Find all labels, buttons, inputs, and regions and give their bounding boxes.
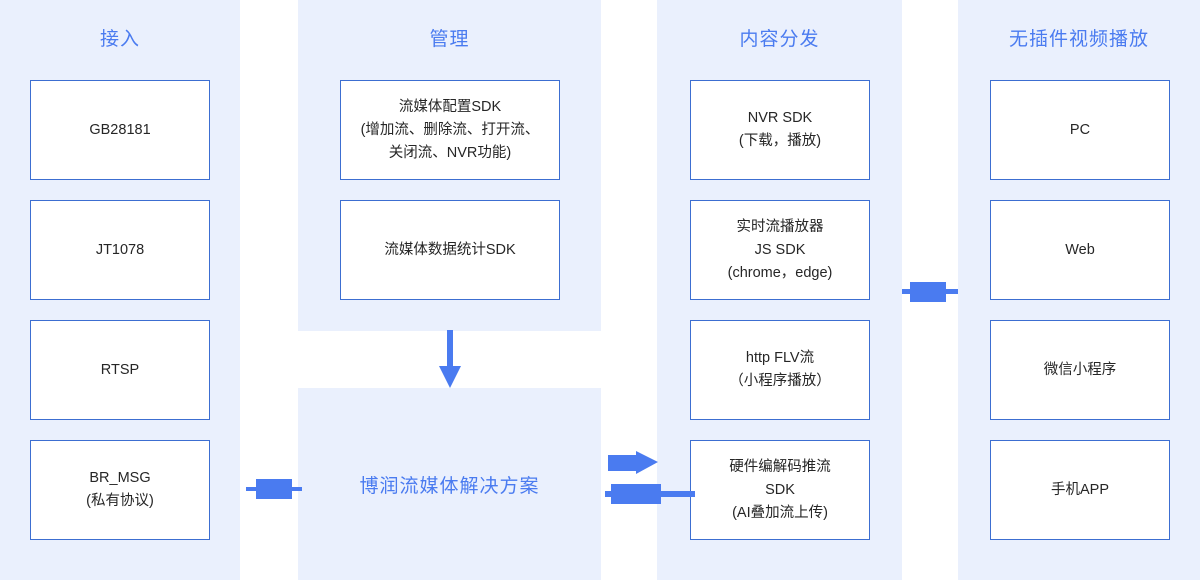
node-line: 实时流播放器: [736, 218, 824, 235]
arrow-right-icon: [605, 478, 695, 515]
node-line: JT1078: [95, 241, 145, 258]
column-title-playback: 无插件视频播放: [1008, 29, 1149, 50]
column-title-distribution: 内容分发: [739, 29, 820, 50]
node-jt1078[interactable]: JT1078: [30, 200, 210, 300]
arrow-right-icon: [902, 277, 958, 312]
arrow-right-icon: [246, 472, 302, 513]
solution-panel[interactable]: 博润流媒体解决方案: [298, 388, 601, 580]
node-http-flv[interactable]: http FLV流 （小程序播放）: [690, 320, 870, 420]
node-line: RTSP: [100, 361, 140, 378]
node-js-sdk-player[interactable]: 实时流播放器 JS SDK (chrome，edge): [690, 200, 870, 300]
column-title-access: 接入: [99, 29, 140, 50]
node-line: 硬件编解码推流: [729, 458, 831, 475]
node-line: (增加流、删除流、打开流、: [360, 121, 540, 138]
node-line: PC: [1069, 121, 1091, 138]
node-line: GB28181: [89, 121, 151, 138]
node-br-msg[interactable]: BR_MSG (私有协议): [30, 440, 210, 540]
node-mobile-app[interactable]: 手机APP: [990, 440, 1170, 540]
node-line: BR_MSG: [89, 470, 151, 486]
node-line: 流媒体数据统计SDK: [384, 241, 516, 258]
node-hardware-codec-sdk[interactable]: 硬件编解码推流 SDK (AI叠加流上传): [690, 440, 870, 540]
column-title-management: 管理: [429, 29, 470, 50]
node-line: 微信小程序: [1043, 361, 1117, 378]
node-stream-stats-sdk[interactable]: 流媒体数据统计SDK: [340, 200, 560, 300]
node-line: 手机APP: [1050, 481, 1109, 498]
node-web[interactable]: Web: [990, 200, 1170, 300]
node-nvr-sdk[interactable]: NVR SDK (下载，播放): [690, 80, 870, 180]
node-line: http FLV流: [745, 350, 815, 366]
node-pc[interactable]: PC: [990, 80, 1170, 180]
node-line: (下载，播放): [738, 133, 822, 149]
node-line: Web: [1065, 241, 1095, 258]
arrow-right-icon: [608, 446, 660, 483]
arrow-down-icon: [432, 330, 468, 395]
node-line: （小程序播放）: [729, 373, 831, 389]
node-line: JS SDK: [754, 241, 806, 258]
node-line: (chrome，edge): [727, 264, 833, 281]
node-gb28181[interactable]: GB28181: [30, 80, 210, 180]
node-line: NVR SDK: [747, 110, 813, 126]
node-wechat-miniprogram[interactable]: 微信小程序: [990, 320, 1170, 420]
node-line: SDK: [765, 481, 795, 498]
node-line: 流媒体配置SDK: [398, 98, 502, 115]
node-line: (私有协议): [86, 493, 154, 509]
node-line: (AI叠加流上传): [732, 504, 828, 521]
solution-panel-label: 博润流媒体解决方案: [359, 475, 540, 497]
node-rtsp[interactable]: RTSP: [30, 320, 210, 420]
node-line: 关闭流、NVR功能): [388, 144, 512, 161]
node-stream-config-sdk[interactable]: 流媒体配置SDK (增加流、删除流、打开流、 关闭流、NVR功能): [340, 80, 560, 180]
column-band-solution: [298, 388, 601, 580]
